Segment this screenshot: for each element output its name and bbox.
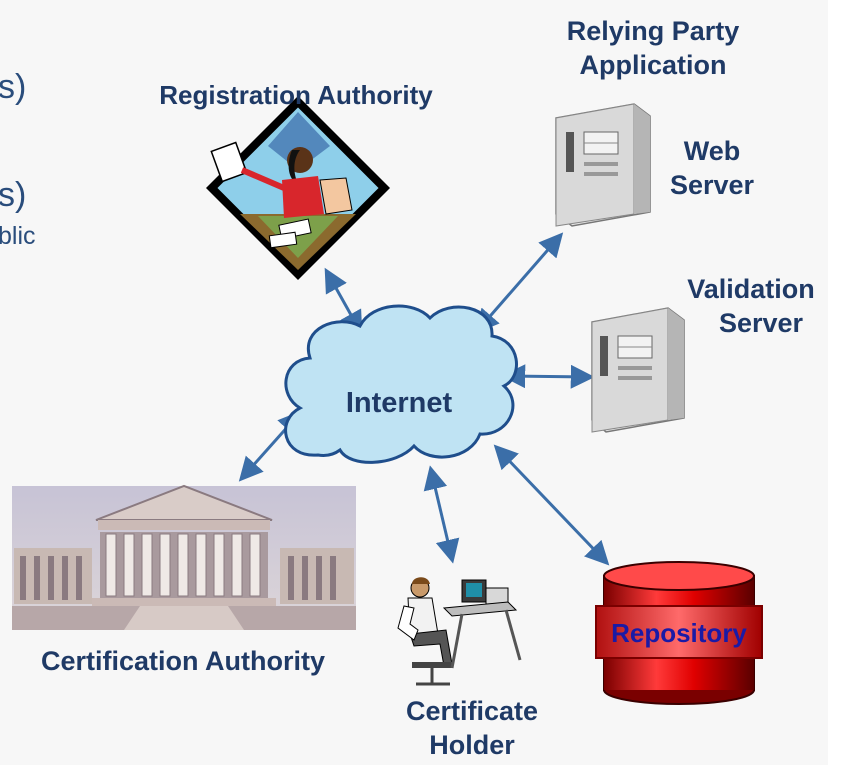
arrow-web-internet (474, 232, 564, 334)
repository-cylinder (595, 561, 763, 705)
arrow-ra-internet (324, 267, 363, 336)
certificate-holder-line2: Holder (429, 730, 515, 760)
registration-authority-illustration (206, 96, 390, 280)
certificate-holder-label: Certificate Holder (382, 694, 562, 762)
certification-authority-illustration (12, 484, 356, 630)
left-fragment-1: s) (0, 68, 27, 106)
web-server-label: Web Server (652, 134, 772, 202)
left-fragment-2: s) (0, 176, 27, 214)
certificate-holder-line1: Certificate (405, 696, 539, 726)
repository-label: Repository (611, 618, 747, 648)
left-fragment-3: blic (0, 222, 36, 250)
arrow-repository-internet (493, 444, 610, 566)
validation-server-line2: Server (718, 308, 804, 338)
arrow-validation-internet (501, 364, 595, 389)
certificate-holder-illustration (397, 577, 522, 686)
relying-party-label: Relying Party Application (540, 14, 766, 82)
internet-label: Internet (345, 387, 453, 419)
relying-party-line1: Relying Party (566, 16, 740, 46)
relying-party-line2: Application (579, 50, 727, 80)
web-server-illustration (555, 103, 651, 227)
arrow-holder-internet (423, 465, 460, 564)
web-server-line2: Server (669, 170, 755, 200)
certification-authority-label: Certification Authority (40, 646, 325, 676)
validation-server-illustration (591, 307, 685, 433)
validation-server-label: Validation Server (672, 272, 830, 340)
validation-server-line1: Validation (687, 274, 815, 304)
connection-arrows (238, 232, 610, 566)
internet-cloud (284, 304, 518, 464)
registration-authority-label: Registration Authority (159, 80, 433, 110)
web-server-line1: Web (683, 136, 741, 166)
